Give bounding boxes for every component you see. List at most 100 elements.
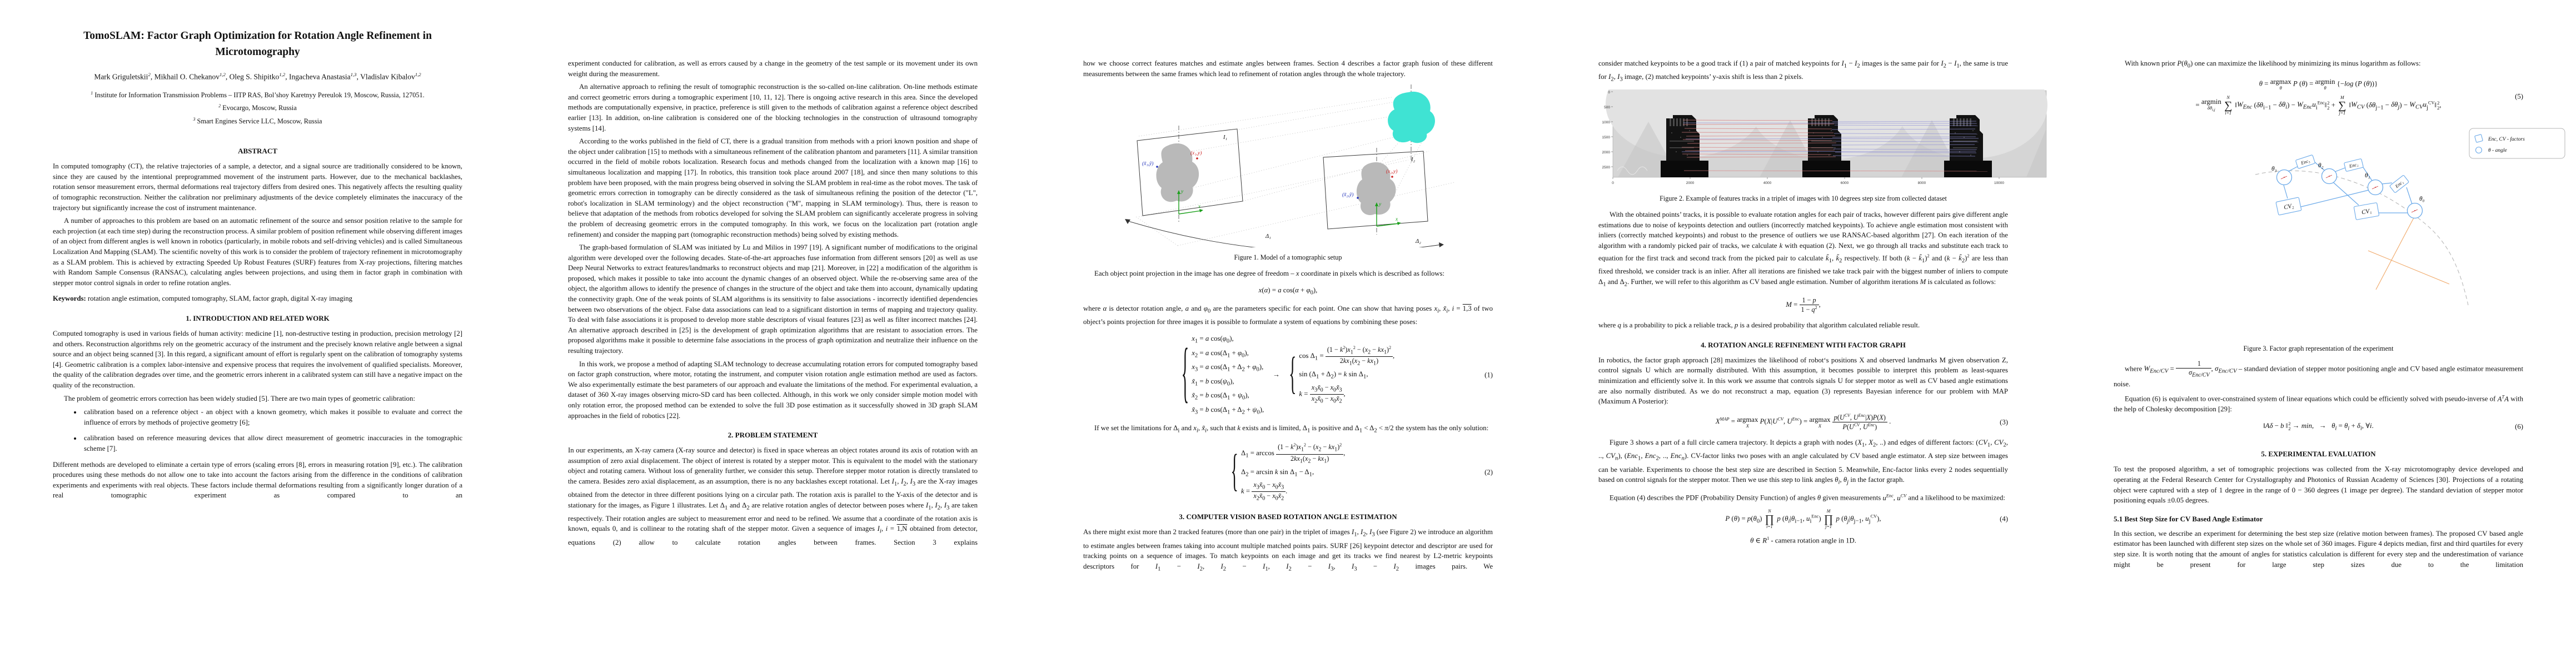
svg-text:4000: 4000 xyxy=(1763,181,1772,185)
paragraph: As there might exist more than 2 tracked… xyxy=(1083,528,1493,573)
perspective-guide-lines xyxy=(1135,97,1455,246)
paragraph: Equation (4) describes the PDF (Probabil… xyxy=(1610,493,2005,502)
figure-2-graphic: 0 500 1000 1500 2000 2500 0 2000 400 xyxy=(1602,51,2047,185)
paragraph: With the obtained points’ tracks, it is … xyxy=(1598,211,2008,288)
list-item: calibration based on reference measuring… xyxy=(82,433,462,454)
svg-text:x: x xyxy=(1198,204,1201,210)
svg-text:x: x xyxy=(1395,217,1398,222)
paper-title: TomoSLAM: Factor Graph Optimization for … xyxy=(83,30,432,58)
equation-1: {x1 = a cos(φ0),x2 = a cos(Δ1 + φ0),x3 =… xyxy=(1083,334,1493,417)
svg-text:θ₂: θ₂ xyxy=(2318,162,2324,169)
svg-text:(x₁,y): (x₁,y) xyxy=(1190,150,1202,156)
x-axis-ticks: 0 2000 4000 6000 8000 10000 xyxy=(1612,177,2004,185)
figure-3: Enc₃ Enc₂ Enc₁ CV₂ xyxy=(2114,122,2576,341)
abstract-paragraph-1: In computed tomography (CT), the relativ… xyxy=(53,162,462,212)
figure-3-legend: Enc, CV - factors θ - angle xyxy=(2469,128,2565,159)
svg-text:(x̃₁,ỹ): (x̃₁,ỹ) xyxy=(1142,161,1153,167)
figure-2-caption: Figure 2. Example of features tracks in … xyxy=(1660,195,1947,203)
affiliation-1: 1 Institute for Information Transmission… xyxy=(91,90,425,99)
pose-nodes: θ₃ θ₂ θ₁ θ₀ xyxy=(2271,162,2425,218)
section-1-heading: 1. INTRODUCTION AND RELATED WORK xyxy=(186,314,330,322)
svg-text:Enc, CV - factors: Enc, CV - factors xyxy=(2488,136,2525,142)
svg-text:500: 500 xyxy=(1604,106,1610,109)
svg-text:0: 0 xyxy=(1608,91,1610,94)
abstract-paragraph-2: A number of approaches to this problem a… xyxy=(53,217,462,287)
section-5-heading: 5. EXPERIMENTAL EVALUATION xyxy=(2261,450,2376,459)
svg-text:0: 0 xyxy=(1612,181,1614,185)
svg-text:Δ₁: Δ₁ xyxy=(1265,233,1271,240)
page-3: how we choose correct features matches a… xyxy=(1030,0,1546,667)
equation-4-number: (4) xyxy=(2000,515,2008,523)
page-2: experiment conducted for calibration, as… xyxy=(515,0,1030,667)
svg-text:Enc₂: Enc₂ xyxy=(2348,161,2359,169)
paragraph: In this work, we propose a method of ada… xyxy=(568,360,978,420)
paragraph: The graph-based formulation of SLAM was … xyxy=(568,243,978,355)
calibration-types-list: calibration based on a reference object … xyxy=(53,407,462,454)
svg-text:1500: 1500 xyxy=(1602,136,1611,140)
equation-1-number: (1) xyxy=(1484,371,1493,379)
paragraph: Figure 3 shows a part of a full circle c… xyxy=(1598,439,2009,486)
equation-4: P (θ) = p(θ0) N∏i=1 p (θi|θi−1, uiEnc) M… xyxy=(1598,509,2008,529)
paragraph: According to the works published in the … xyxy=(568,137,978,238)
svg-text:I₁: I₁ xyxy=(1223,135,1227,141)
svg-text:y: y xyxy=(1180,189,1184,195)
svg-text:(x̃₂,ỹ): (x̃₂,ỹ) xyxy=(1342,192,1353,198)
svg-text:1000: 1000 xyxy=(1602,121,1611,125)
svg-text:θ₀: θ₀ xyxy=(2419,196,2425,202)
svg-text:CV₂: CV₂ xyxy=(2283,202,2294,211)
feature-track-lines-red xyxy=(1681,120,1988,172)
svg-text:I₂: I₂ xyxy=(1411,157,1415,163)
paragraph: In this section, we describe an experime… xyxy=(2114,529,2523,569)
authors-line: Mark Griguletskii2, Mikhail O. Chekanov1… xyxy=(94,72,421,81)
scratch-artifact xyxy=(1617,166,1648,175)
section-3-heading: 3. COMPUTER VISION BASED ROTATION ANGLE … xyxy=(1179,512,1397,521)
equation-4-body: P (θ) = p(θ0) N∏i=1 p (θi|θi−1, uiEnc) M… xyxy=(1725,509,1881,530)
svg-text:θ₁: θ₁ xyxy=(2365,172,2370,179)
rotation-arc: Δ₁ Δ₂ xyxy=(1125,219,1444,253)
paragraph: If we set the limitations for Δi and xi,… xyxy=(1094,424,1489,434)
orange-lines xyxy=(2368,217,2450,290)
equation-5-number: (5) xyxy=(2515,92,2523,101)
svg-text:θ - angle: θ - angle xyxy=(2488,148,2507,153)
svg-text:y: y xyxy=(1378,202,1382,207)
page-5: With known prior P(θ0) one can maximize … xyxy=(2061,0,2576,667)
figure-1-graphic: (x₁,y) (x̃₁,ỹ) I₁ y x (x₂,y) xyxy=(1125,84,1455,253)
svg-text:CV₁: CV₁ xyxy=(2361,207,2372,216)
page-1: TomoSLAM: Factor Graph Optimization for … xyxy=(0,0,515,667)
svg-text:2500: 2500 xyxy=(1602,166,1611,170)
intro-paragraph-2: The problem of geometric errors correcti… xyxy=(64,394,415,402)
trajectory-arc xyxy=(2255,170,2469,305)
equation-1-body: {x1 = a cos(φ0),x2 = a cos(Δ1 + φ0),x3 =… xyxy=(1181,335,1395,416)
svg-text:θ₃: θ₃ xyxy=(2271,166,2277,172)
figure-2: 0 500 1000 1500 2000 2500 0 2000 400 xyxy=(1598,51,2055,191)
y-axis-ticks: 0 500 1000 1500 2000 2500 xyxy=(1602,91,1613,170)
svg-text:Δ₂: Δ₂ xyxy=(1415,238,1421,245)
svg-text:8000: 8000 xyxy=(1918,181,1926,185)
svg-text:10000: 10000 xyxy=(1994,181,2004,185)
feature-track-lines-blue xyxy=(1681,121,1979,157)
affiliation-3: 3 Smart Engines Service LLC, Moscow, Rus… xyxy=(193,116,322,125)
section-2-heading: 2. PROBLEM STATEMENT xyxy=(728,431,818,440)
detector-plane-2: (x₂,y) (x̃₂,ỹ) I₂ y x xyxy=(1323,151,1428,230)
figure-3-graphic: Enc₃ Enc₂ Enc₁ CV₂ xyxy=(2255,128,2565,305)
enc-factor-boxes: Enc₃ Enc₂ Enc₁ xyxy=(2295,154,2409,193)
paragraph: In robotics, the factor graph approach [… xyxy=(1598,356,2008,406)
figure-3-caption: Figure 3. Factor graph representation of… xyxy=(2243,344,2394,352)
paragraph: With known prior P(θ0) one can maximize … xyxy=(2125,59,2421,69)
abstract-heading: ABSTRACT xyxy=(238,147,277,156)
figure-1-caption: Figure 1. Model of a tomographic setup xyxy=(1234,253,1342,262)
cv-factor-boxes: CV₂ CV₁ xyxy=(2275,197,2379,220)
equation-3-number: (3) xyxy=(2000,417,2008,426)
paragraph: Each object point projection in the imag… xyxy=(1094,270,1445,278)
